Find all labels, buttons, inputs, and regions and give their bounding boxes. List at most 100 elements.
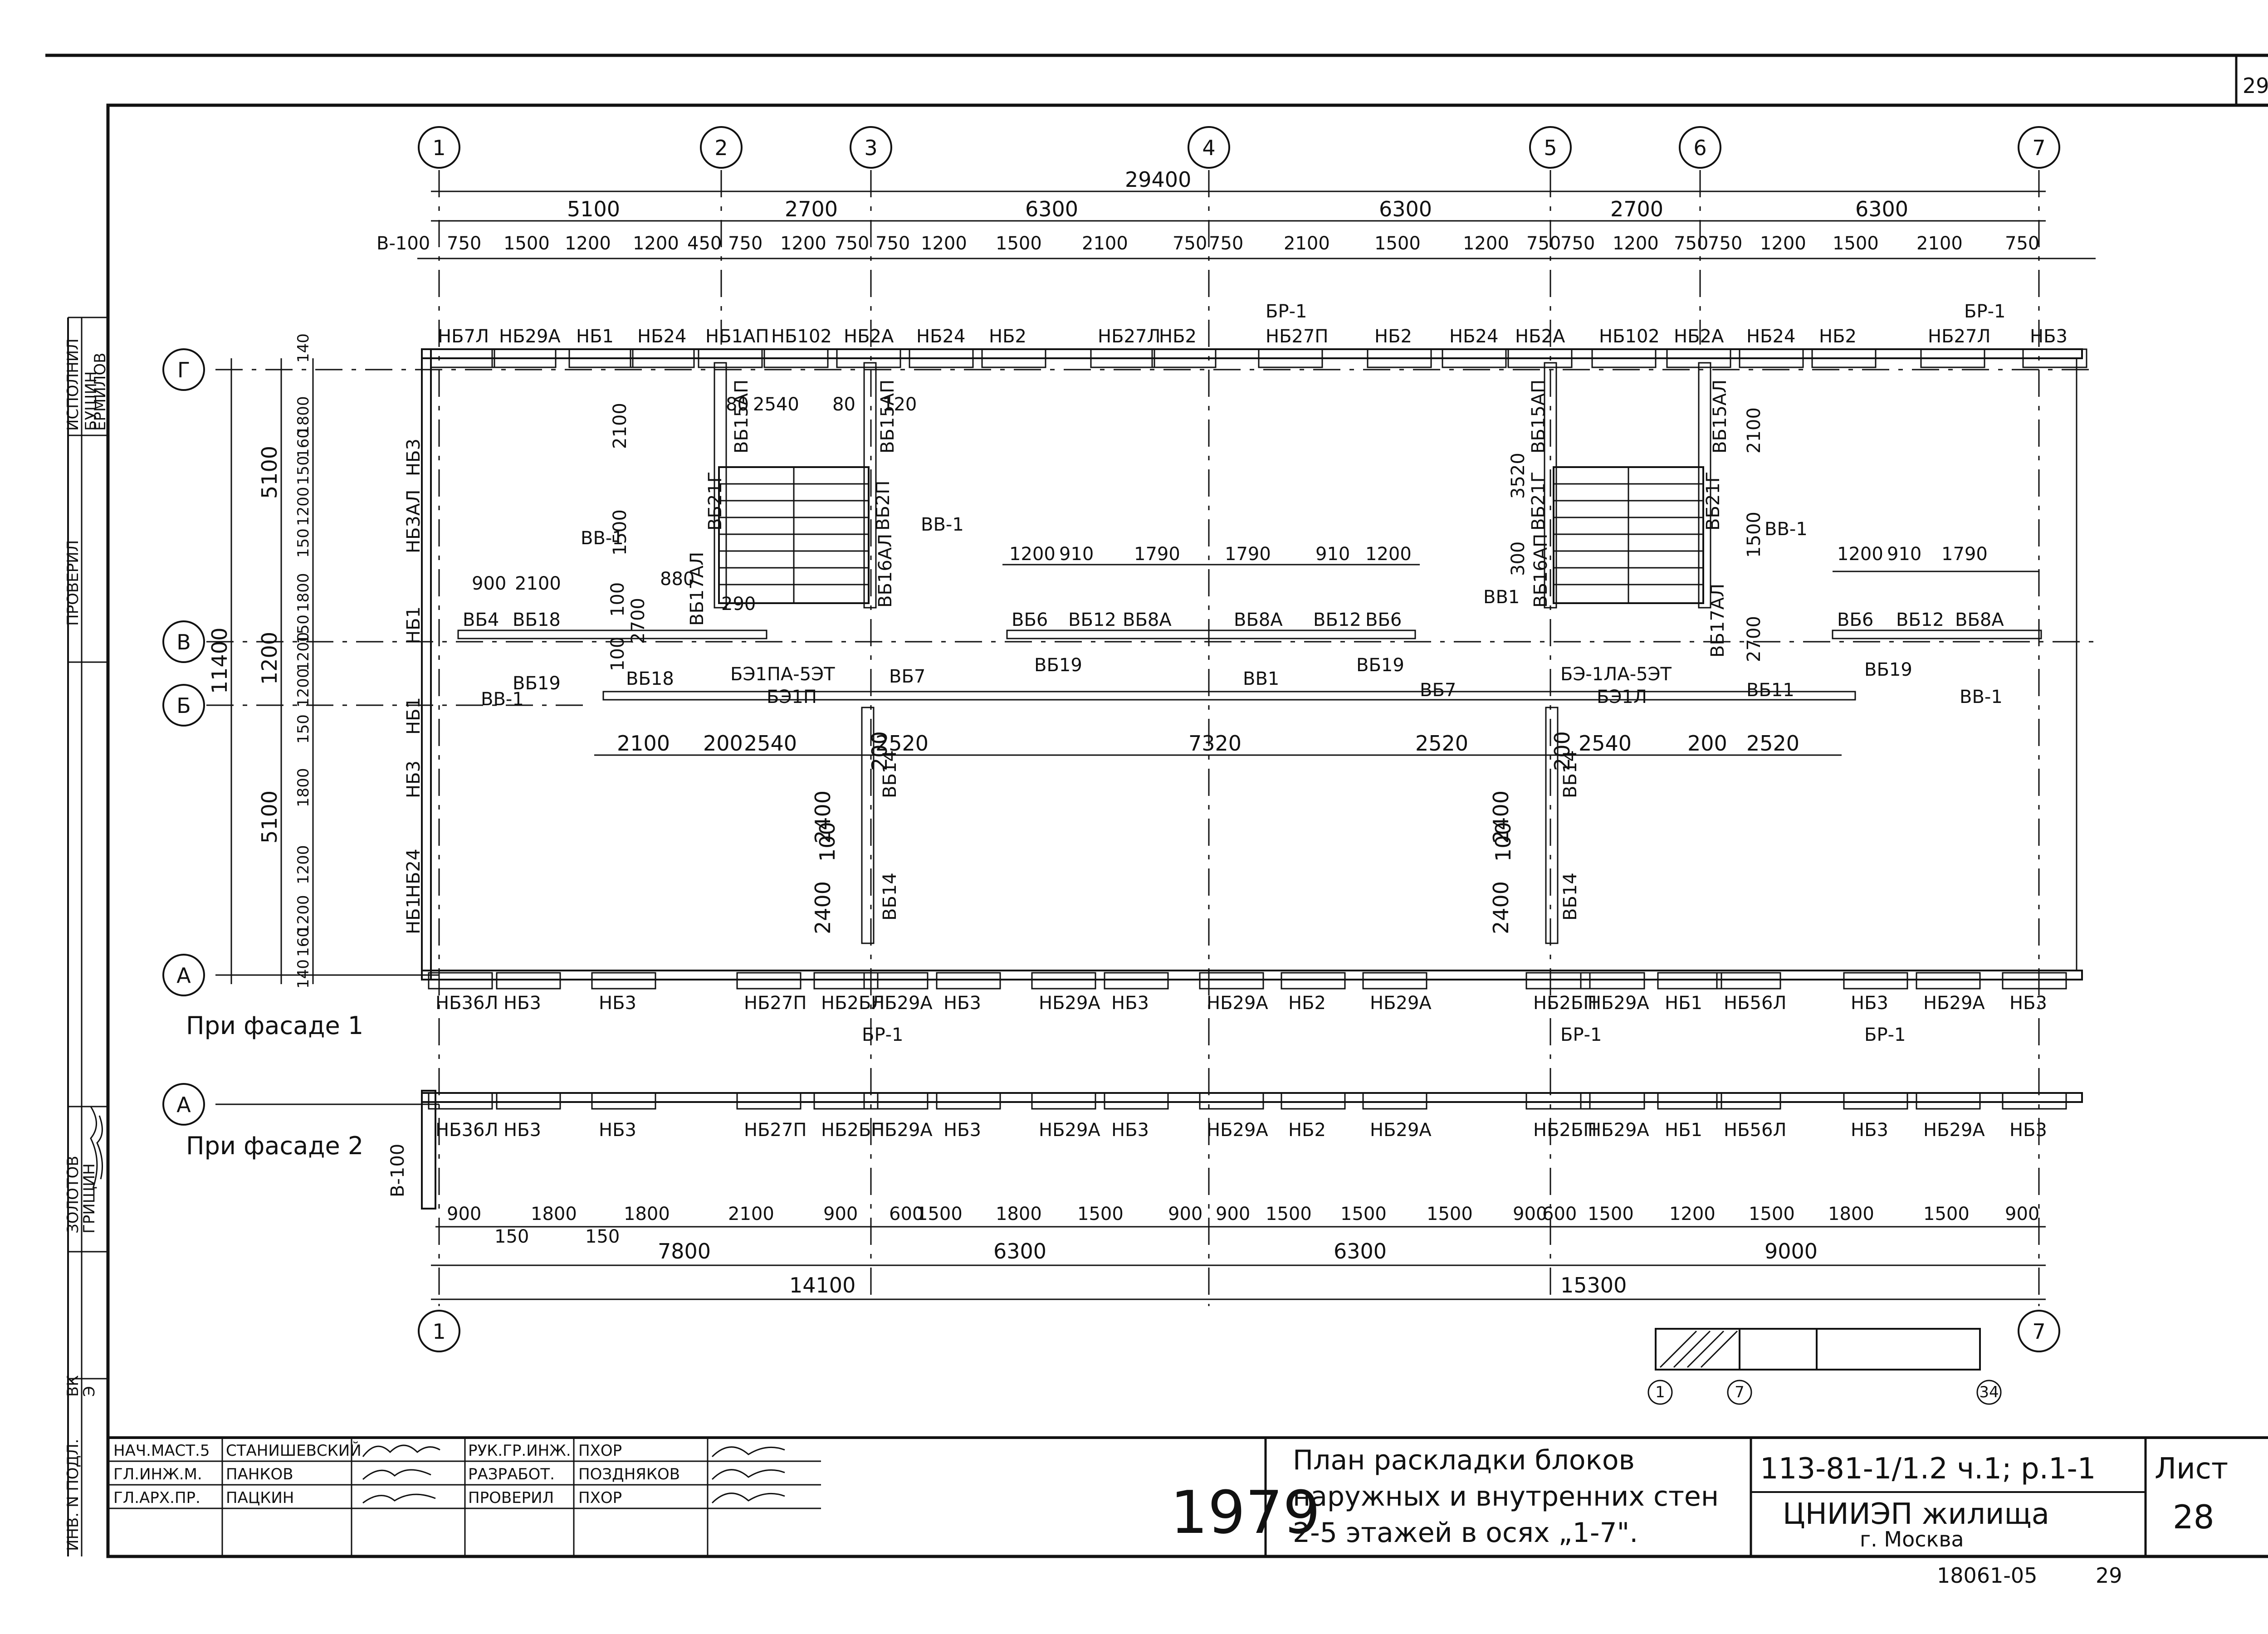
wall-block	[1591, 348, 1657, 368]
wall-label: ВБ18	[513, 610, 561, 630]
block-label: НБ24	[403, 849, 424, 898]
block-label: НБ3	[599, 993, 636, 1014]
dimension-label: 5100	[257, 790, 282, 844]
dimension-label: 2100	[1082, 233, 1128, 254]
organization: ЦНИИЭП жилища	[1783, 1497, 2049, 1531]
block-label: НБ3	[503, 1120, 541, 1141]
dimension-label: 2700	[628, 598, 649, 644]
wall-label: БЭ1ПА-5ЭТ	[730, 664, 835, 685]
axis-marker-top: 4	[1188, 126, 1230, 169]
block-label: НБ56Л	[1724, 1120, 1787, 1141]
dimension-label: 750	[447, 233, 481, 254]
dimension-label: 900	[1168, 1204, 1202, 1224]
title-line-2: наружных и внутренних стен	[1293, 1481, 1719, 1512]
dimension-label: 1200	[294, 668, 313, 707]
block-label: НБ3	[2009, 993, 2047, 1014]
dimension-label: 6300	[1855, 197, 1908, 221]
dimension-label: 150	[294, 714, 313, 744]
dimension-label: 2400	[811, 881, 835, 934]
dimension-label: 1200	[1613, 233, 1659, 254]
archive-number: 18061-05	[1937, 1563, 2037, 1588]
key-plan-hatch	[1659, 1330, 1738, 1368]
stamp-role-5: ПРОВЕРИЛ	[468, 1489, 554, 1507]
dimension-label: 6300	[1334, 1239, 1387, 1263]
block-label: НБ29А	[1039, 993, 1100, 1014]
wall-label: ВБ17АЛ	[687, 552, 708, 626]
axis-marker-top: 5	[1529, 126, 1572, 169]
dimension-label: 1790	[1134, 544, 1180, 565]
wall-block	[1258, 348, 1323, 368]
wall-block	[1920, 348, 1985, 368]
wall-label: ВБ6	[1837, 610, 1873, 630]
wall-label: ВБ15АЛ	[1710, 380, 1730, 454]
dimension-label: 2100	[728, 1204, 774, 1224]
block-label: НБ29А	[1039, 1120, 1100, 1141]
dimension-label: 1800	[996, 1204, 1042, 1224]
wall-block	[863, 972, 929, 990]
facade-2-label: При фасаде 2	[186, 1132, 363, 1160]
side-role-1: ПРОВЕРИЛ	[64, 540, 82, 626]
dimension-label: 1200	[294, 632, 313, 671]
title-line-1: План раскладки блоков	[1293, 1444, 1635, 1476]
title-block	[108, 1436, 2268, 1556]
dimension-label: 1500	[503, 233, 550, 254]
wall-label: ВБ21Г	[705, 472, 726, 531]
wall-block	[1916, 972, 1981, 990]
dimension-label: 5100	[257, 446, 282, 499]
block-label: НБ56Л	[1724, 993, 1787, 1014]
wall-block	[736, 972, 802, 990]
block-label: БР-1	[1560, 1024, 1602, 1045]
wall-block	[1362, 972, 1427, 990]
archive-page: 29	[2096, 1563, 2122, 1588]
dimension-label: 150	[294, 528, 313, 558]
axis-marker-left: В	[162, 620, 205, 663]
wall-block	[1199, 972, 1264, 990]
wall-block	[1151, 348, 1217, 368]
wall-block	[1507, 348, 1573, 368]
dimension-label: 80	[726, 394, 749, 415]
dimension-label: 1790	[1225, 544, 1271, 565]
dimension-label: 900	[447, 1204, 481, 1224]
dimension-label: 1800	[294, 396, 313, 435]
dimension-label: 600	[889, 1204, 924, 1224]
block-label: НБ36Л	[435, 993, 499, 1014]
signature	[711, 1493, 785, 1504]
dimension-label: 200	[1550, 731, 1574, 771]
wall-label: ВБ6	[1012, 610, 1048, 630]
side-role-2: ЗОЛОТОВ	[64, 1156, 82, 1234]
key-plan-marker-label: 7	[1735, 1383, 1745, 1401]
dimension-label: 11400	[207, 628, 232, 694]
wall-label: ВБ7	[1420, 680, 1456, 701]
stamp-role-3: РУК.ГР.ИНЖ.	[468, 1442, 571, 1460]
dimension-label: 2100	[515, 573, 561, 594]
dimension-label: В-100	[387, 1144, 408, 1197]
dimension-label: 9000	[1765, 1239, 1818, 1263]
axis-marker-top: 7	[2018, 126, 2060, 169]
dimension-label: 2400	[1489, 790, 1513, 844]
block-label: НБ3	[943, 1120, 981, 1141]
wall-block	[813, 1092, 879, 1110]
block-label: НБ2	[989, 326, 1026, 347]
dimension-label: 750	[1209, 233, 1243, 254]
sheet-frame: 29	[45, 54, 2268, 1558]
dimension-label: 1200	[294, 895, 313, 934]
dimension-label: 1200	[780, 233, 826, 254]
dimension-label: 2100	[1916, 233, 1963, 254]
dimension-label: 910	[1315, 544, 1350, 565]
wall-label: ВБ12	[1896, 610, 1944, 630]
dimension-label: 2100	[1284, 233, 1330, 254]
dimension-label: 7320	[1188, 731, 1242, 756]
dimension-label: 200	[867, 731, 892, 771]
dimension-label: 1800	[294, 768, 313, 807]
dimension-label: 1800	[1828, 1204, 1874, 1224]
dimension-label: 1200	[1009, 544, 1056, 565]
wall-block	[568, 348, 634, 368]
block-label: БР-1	[862, 1024, 903, 1045]
dimension-label: 150	[294, 615, 313, 644]
dimension-label: 1500	[610, 509, 631, 556]
block-label: БР-1	[1266, 301, 1307, 322]
wall-label: ВБ21Г	[1528, 472, 1549, 531]
wall-label: ВБ12	[1068, 610, 1116, 630]
wall-label: ВБ19	[513, 673, 561, 694]
